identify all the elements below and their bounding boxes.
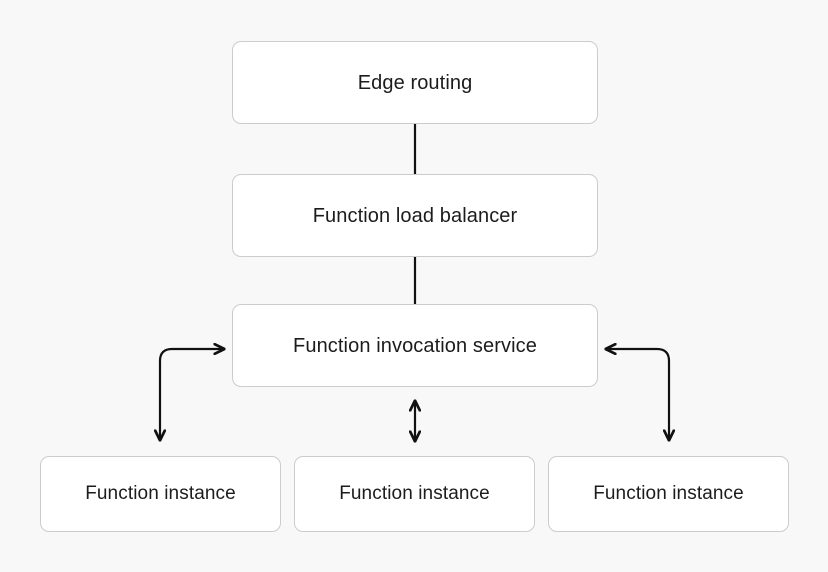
node-function-invocation-service-label: Function invocation service [293, 334, 537, 357]
node-function-instance-3-label: Function instance [593, 482, 744, 504]
node-function-instance-2[interactable]: Function instance [294, 456, 535, 532]
node-function-invocation-service[interactable]: Function invocation service [232, 304, 598, 387]
node-edge-routing-label: Edge routing [357, 71, 473, 94]
node-function-instance-2-label: Function instance [339, 482, 490, 504]
connector-invocation-to-instance-3 [606, 349, 669, 440]
node-function-load-balancer-label: Function load balancer [312, 204, 518, 227]
node-edge-routing[interactable]: Edge routing [232, 41, 598, 124]
node-function-load-balancer[interactable]: Function load balancer [232, 174, 598, 257]
connector-invocation-to-instance-1 [160, 349, 224, 440]
node-function-instance-1[interactable]: Function instance [40, 456, 281, 532]
node-function-instance-1-label: Function instance [85, 482, 236, 504]
node-function-instance-3[interactable]: Function instance [548, 456, 789, 532]
